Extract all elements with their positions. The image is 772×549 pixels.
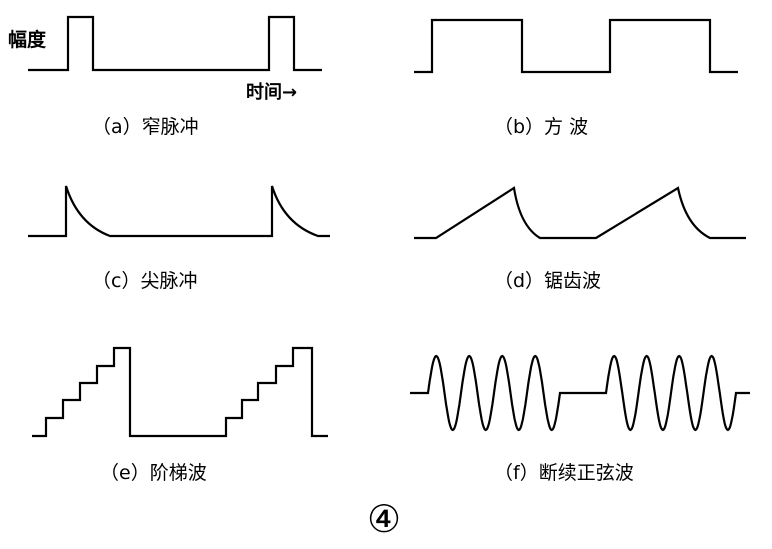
amplitude-axis-label: 幅度 (8, 28, 47, 51)
caption-b: （b）方 波 (494, 116, 588, 138)
caption-a: （a）窄脉冲 (92, 116, 199, 138)
caption-e: （e）阶梯波 (100, 462, 207, 484)
caption-c: （c）尖脉冲 (92, 270, 197, 292)
waveform-b-square-wave (414, 18, 738, 74)
caption-f: （f）断续正弦波 (494, 462, 634, 484)
figure-number: ④ (367, 497, 401, 541)
waveform-a-narrow-pulse (28, 15, 322, 72)
waveform-e-staircase-wave (32, 346, 328, 438)
waveform-f-interrupted-sine-wave (410, 354, 750, 432)
time-axis-label: 时间→ (246, 82, 297, 103)
waveform-c-spike-pulse (28, 185, 330, 238)
waveform-d-sawtooth-wave (414, 186, 746, 240)
caption-d: （d）锯齿波 (494, 270, 601, 292)
